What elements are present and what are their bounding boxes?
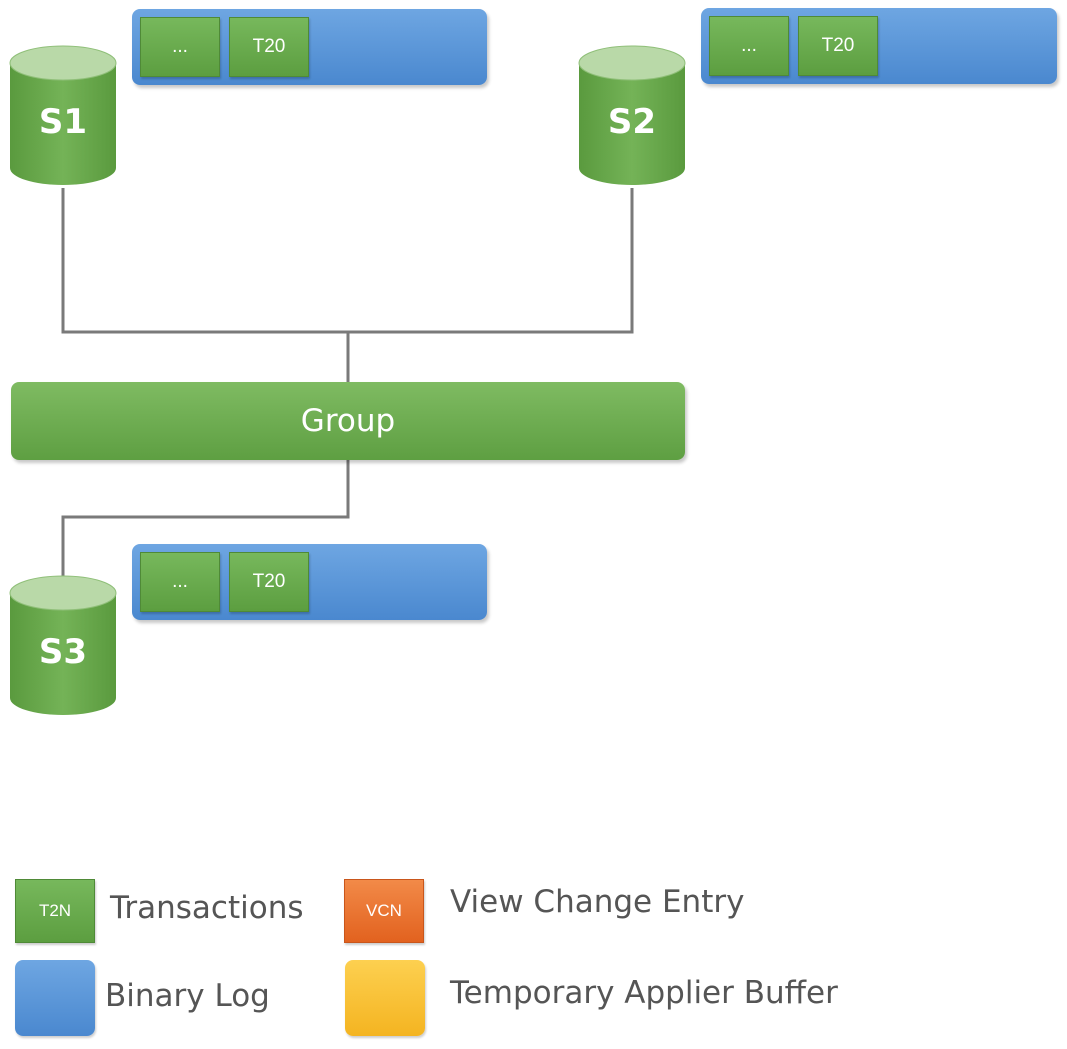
- server-s1-cylinder: S1: [9, 44, 117, 186]
- legend-binary-log-text: Binary Log: [105, 978, 270, 1014]
- server-label: S1: [38, 102, 88, 142]
- s3-log-entry-ellipsis: ...: [140, 552, 220, 612]
- legend-view-change-text: View Change Entry: [450, 884, 745, 920]
- legend-applier-buffer-swatch: [345, 960, 425, 1036]
- group-bar: Group: [11, 382, 685, 460]
- s1-binary-log: ... T20: [132, 9, 487, 85]
- legend-binary-log-swatch: [15, 960, 95, 1036]
- s3-binary-log: ... T20: [132, 544, 487, 620]
- legend-view-change-swatch: VCN: [344, 879, 424, 943]
- database-icon: [9, 575, 117, 715]
- legend-transactions-swatch: T2N: [15, 879, 95, 943]
- server-s2-cylinder: S2: [578, 44, 686, 186]
- database-icon: [9, 45, 117, 185]
- s1-log-entry-t20: T20: [229, 17, 309, 77]
- s2-connector: [348, 188, 634, 334]
- server-label: S3: [38, 632, 88, 672]
- s3-log-entry-t20: T20: [229, 552, 309, 612]
- legend-transactions-text: Transactions: [110, 890, 304, 926]
- s3-connector: [61, 460, 350, 578]
- s2-log-entry-ellipsis: ...: [709, 16, 789, 76]
- server-label: S2: [607, 102, 657, 142]
- s2-binary-log: ... T20: [701, 8, 1057, 84]
- s2-log-entry-t20: T20: [798, 16, 878, 76]
- database-icon: [578, 45, 686, 185]
- s1-connector: [61, 188, 348, 334]
- server-s3-cylinder: S3: [9, 574, 117, 716]
- legend-applier-buffer-text: Temporary Applier Buffer: [450, 975, 838, 1011]
- s1-log-entry-ellipsis: ...: [140, 17, 220, 77]
